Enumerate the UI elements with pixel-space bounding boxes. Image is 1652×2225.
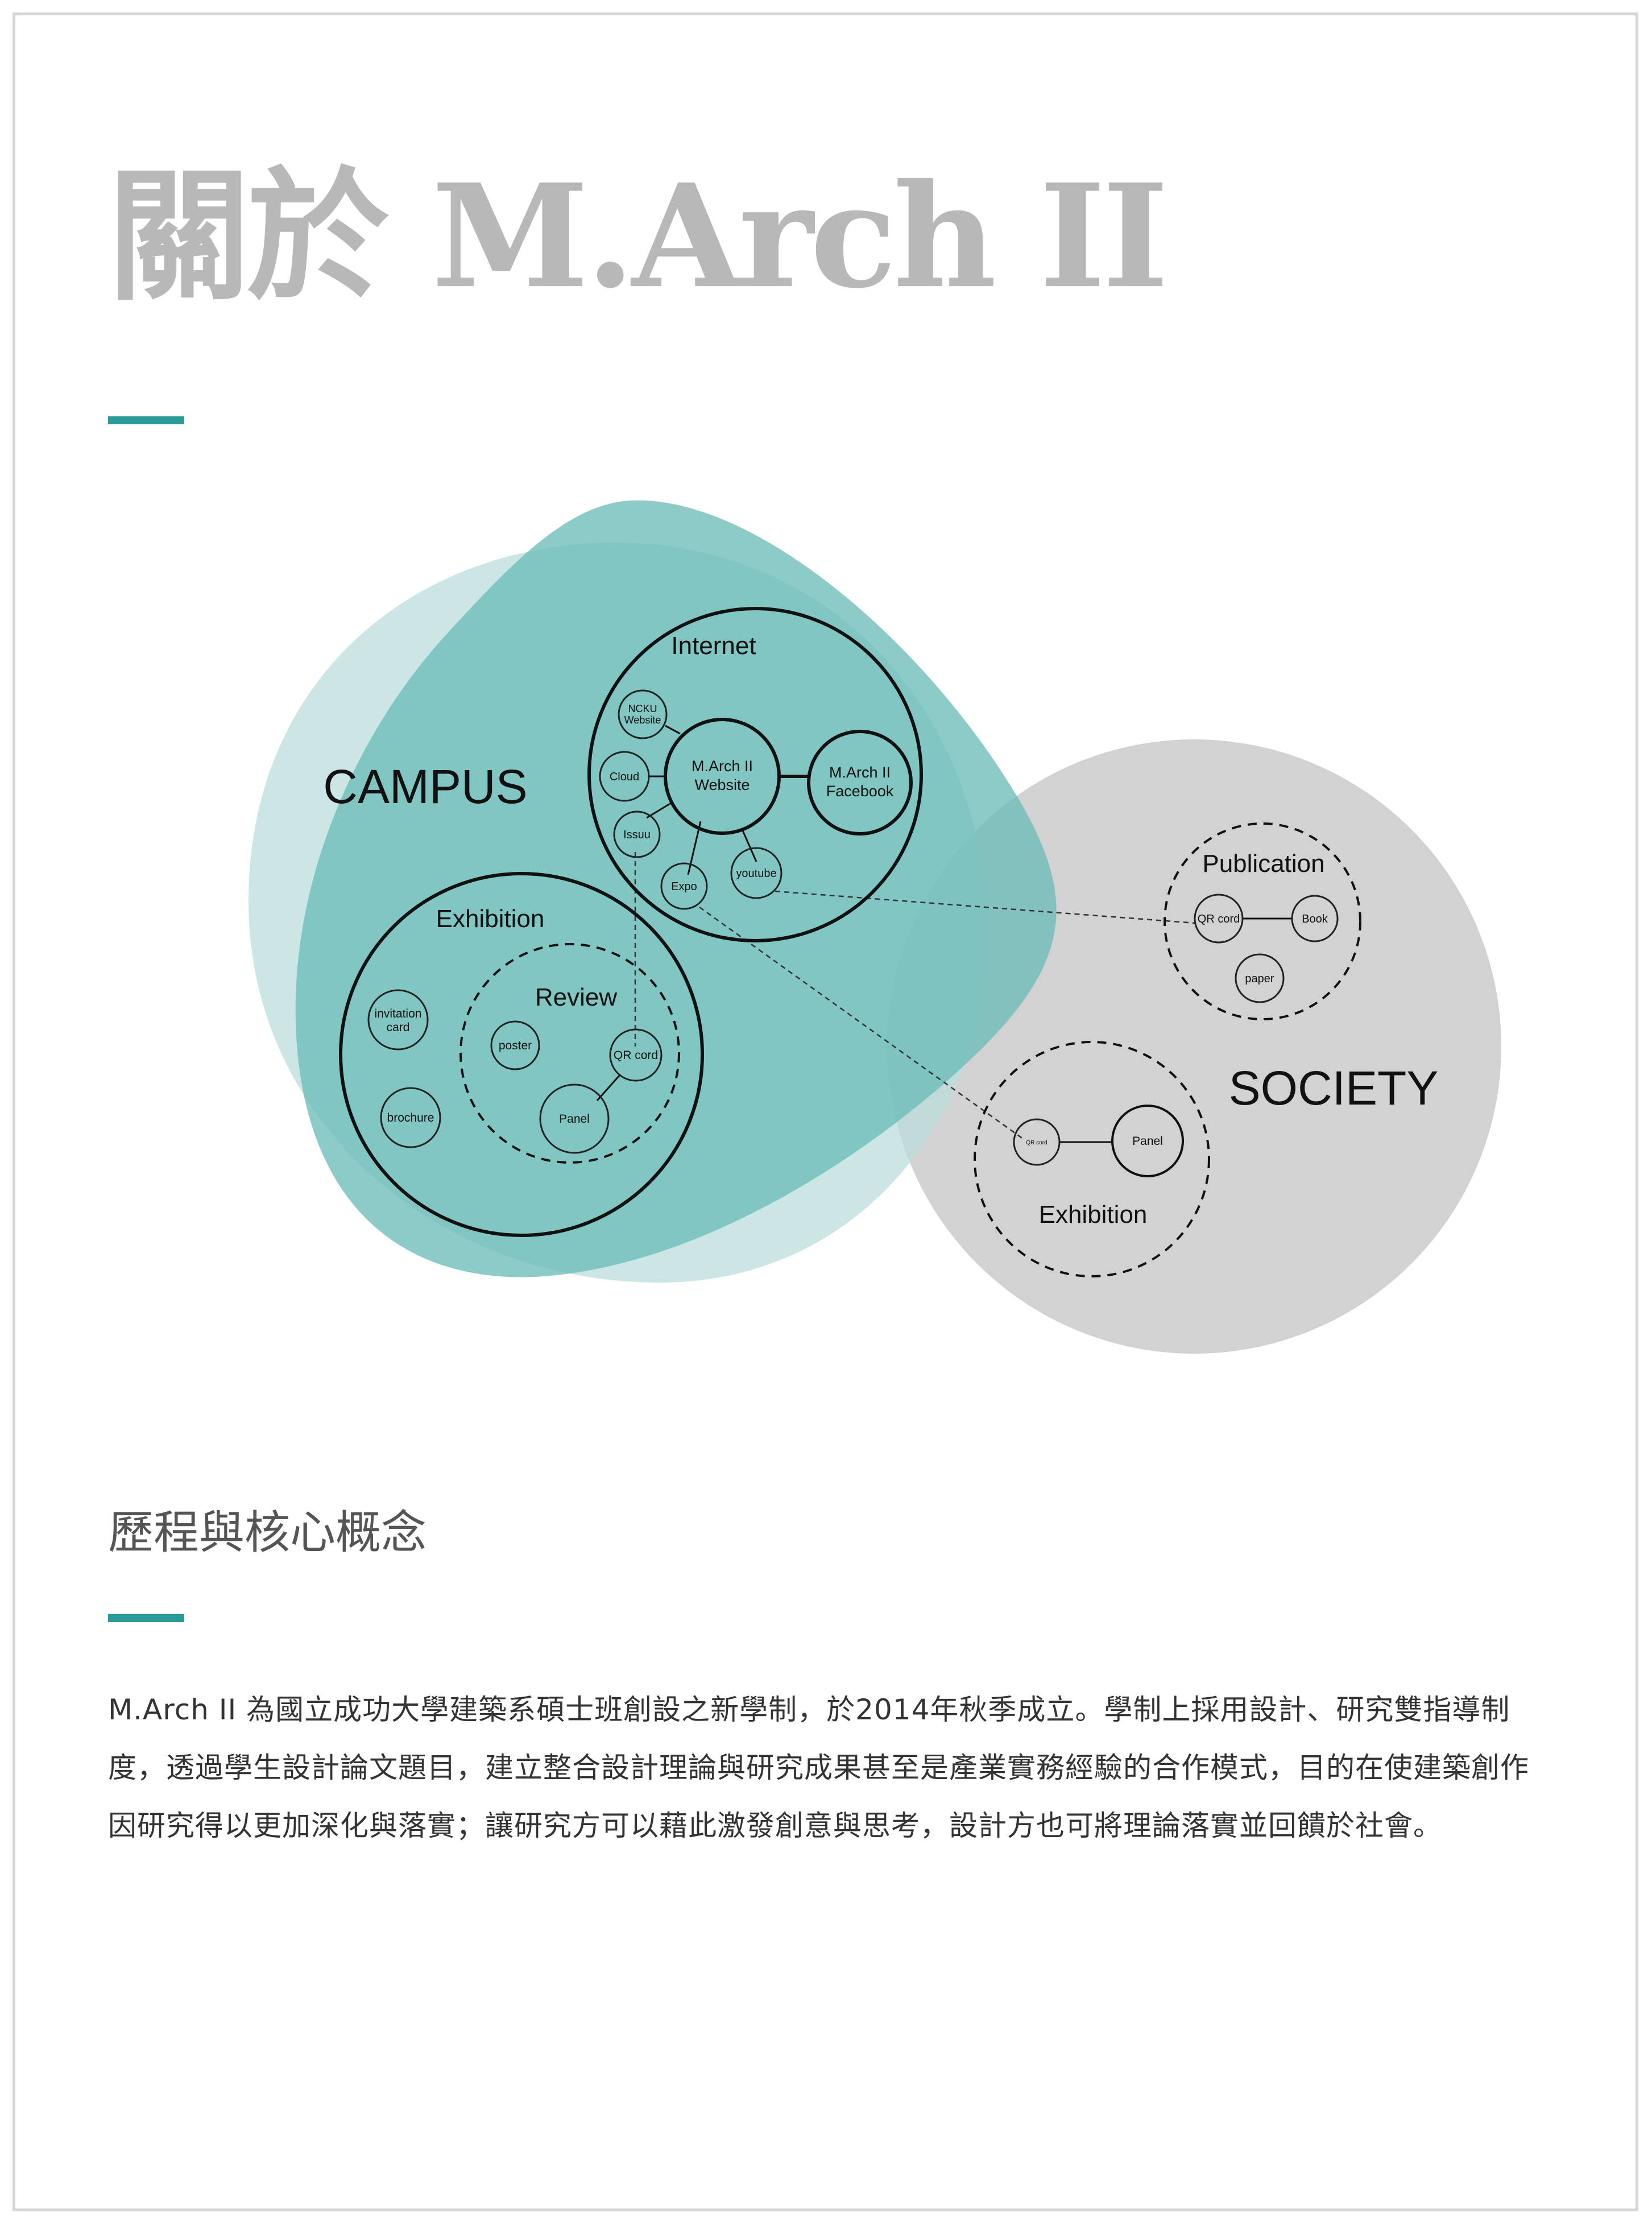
society-panel-node xyxy=(1111,1105,1184,1177)
society-exhibition-circle xyxy=(974,1041,1210,1277)
issuu-node xyxy=(613,810,661,858)
poster-node xyxy=(490,1020,540,1070)
issuu-node-label: Issuu xyxy=(623,829,651,841)
page-title: 關於 M.Arch II xyxy=(108,152,1169,320)
panel-node xyxy=(539,1083,610,1154)
brochure-node xyxy=(380,1087,441,1148)
section-title: 歷程與核心概念 xyxy=(108,1506,427,1559)
society-exhibition-label: Exhibition xyxy=(1039,1201,1148,1229)
society-qr-node xyxy=(1013,1118,1061,1166)
section-accent-bar xyxy=(108,1614,184,1622)
campus-label: CAMPUS xyxy=(323,760,527,813)
review-label: Review xyxy=(535,983,617,1011)
invitation-node-line1: invitation xyxy=(375,1007,422,1020)
paper-node-label: paper xyxy=(1245,973,1274,985)
website-node-line2: Website xyxy=(694,776,750,793)
campus-area-dark xyxy=(295,500,1057,1277)
publication-qr-node xyxy=(1194,894,1244,944)
internet-links xyxy=(646,725,808,875)
publication-label: Publication xyxy=(1202,850,1324,878)
expo-node xyxy=(660,862,708,910)
website-node xyxy=(664,718,781,835)
publication-qr-label: QR cord xyxy=(1198,913,1240,925)
ncku-node-line2: Website xyxy=(624,714,661,726)
campus-exhibition-circle xyxy=(339,872,704,1237)
society-panel-label: Panel xyxy=(1132,1135,1163,1148)
website-node-line1: M.Arch II xyxy=(692,758,753,775)
title-accent-bar xyxy=(108,416,184,424)
facebook-node xyxy=(807,730,913,836)
concept-diagram: CAMPUS SOCIETY Internet M.Arch II Websit… xyxy=(248,500,1501,1354)
cloud-node xyxy=(599,751,650,802)
book-node xyxy=(1291,895,1339,942)
facebook-node-line2: Facebook xyxy=(826,783,894,800)
internet-label: Internet xyxy=(671,632,756,660)
invitation-node-line2: card xyxy=(387,1021,410,1034)
ncku-node-line1: NCKU xyxy=(628,703,657,714)
panel-node-label: Panel xyxy=(559,1112,590,1126)
paper-node xyxy=(1235,953,1285,1003)
expo-node-label: Expo xyxy=(671,880,697,893)
campus-exhibition-label: Exhibition xyxy=(436,905,545,933)
qr-cord-node xyxy=(609,1028,663,1082)
body-paragraph: M.Arch II 為國立成功大學建築系碩士班創設之新學制，於2014年秋季成立… xyxy=(108,1693,1529,1842)
ncku-node xyxy=(618,689,668,739)
society-label: SOCIETY xyxy=(1229,1061,1439,1115)
link-youtube-publication xyxy=(775,890,1196,924)
internet-circle xyxy=(587,607,923,942)
brochure-node-label: brochure xyxy=(387,1111,434,1124)
book-node-label: Book xyxy=(1302,913,1328,925)
review-circle xyxy=(459,943,680,1164)
poster-node-label: poster xyxy=(499,1039,532,1052)
link-expo-exhibition xyxy=(699,906,1024,1140)
invitation-card-node xyxy=(367,989,429,1051)
youtube-node-label: youtube xyxy=(736,867,776,880)
dashed-connections xyxy=(634,852,1196,1140)
page-frame xyxy=(13,13,1638,2211)
qr-cord-node-label: QR cord xyxy=(614,1049,658,1062)
society-qr-label: QR cord xyxy=(1026,1140,1047,1146)
youtube-node xyxy=(730,847,782,899)
publication-circle xyxy=(1164,822,1361,1020)
facebook-node-line1: M.Arch II xyxy=(829,764,891,781)
cloud-node-label: Cloud xyxy=(610,771,639,783)
